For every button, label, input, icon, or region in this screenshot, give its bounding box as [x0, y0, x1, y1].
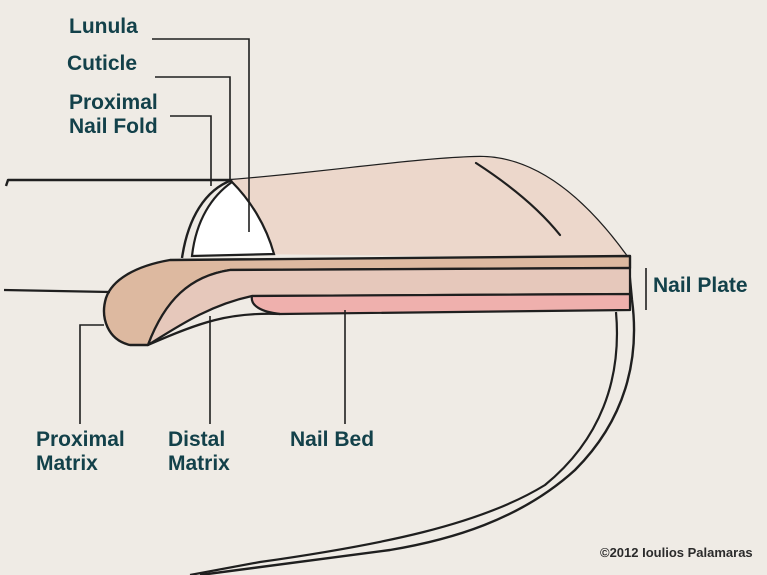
label-proximal-nail-fold-line1: Proximal — [69, 91, 158, 114]
nail-plate-lower-edge — [147, 312, 281, 347]
distal-matrix-shape — [146, 266, 632, 347]
label-proximal-nail-fold-line2: Nail Fold — [69, 115, 158, 138]
label-distal-matrix: Distal Matrix — [168, 428, 230, 476]
label-proximal-matrix-line1: Proximal — [36, 428, 125, 451]
nail-bed-shape — [250, 292, 632, 316]
label-nail-plate: Nail Plate — [653, 274, 748, 297]
label-nail-bed: Nail Bed — [290, 428, 375, 451]
label-distal-matrix-line1: Distal — [168, 428, 226, 451]
proximal-nail-fold-shape — [180, 178, 233, 259]
cuticle-leader-line — [155, 76, 231, 182]
lunula-leader-line — [152, 38, 250, 232]
finger-base-line — [3, 288, 111, 294]
label-distal-matrix-line2: Matrix — [168, 452, 230, 475]
label-cuticle: Cuticle — [67, 52, 138, 75]
label-proximal-nail-fold: Proximal Nail Fold — [69, 91, 158, 139]
label-proximal-matrix: Proximal Matrix — [36, 428, 125, 476]
finger-inner-line — [189, 311, 618, 575]
label-lunula: Lunula — [69, 15, 138, 38]
proximal-nail-fold-leader-line — [170, 115, 212, 186]
copyright-credit: ©2012 Ioulios Palamaras — [600, 545, 753, 560]
nail-plate-surface — [232, 157, 628, 258]
nail-highlight-line — [474, 161, 562, 237]
proximal-matrix-leader-line — [79, 324, 104, 424]
label-proximal-matrix-line2: Matrix — [36, 452, 98, 475]
